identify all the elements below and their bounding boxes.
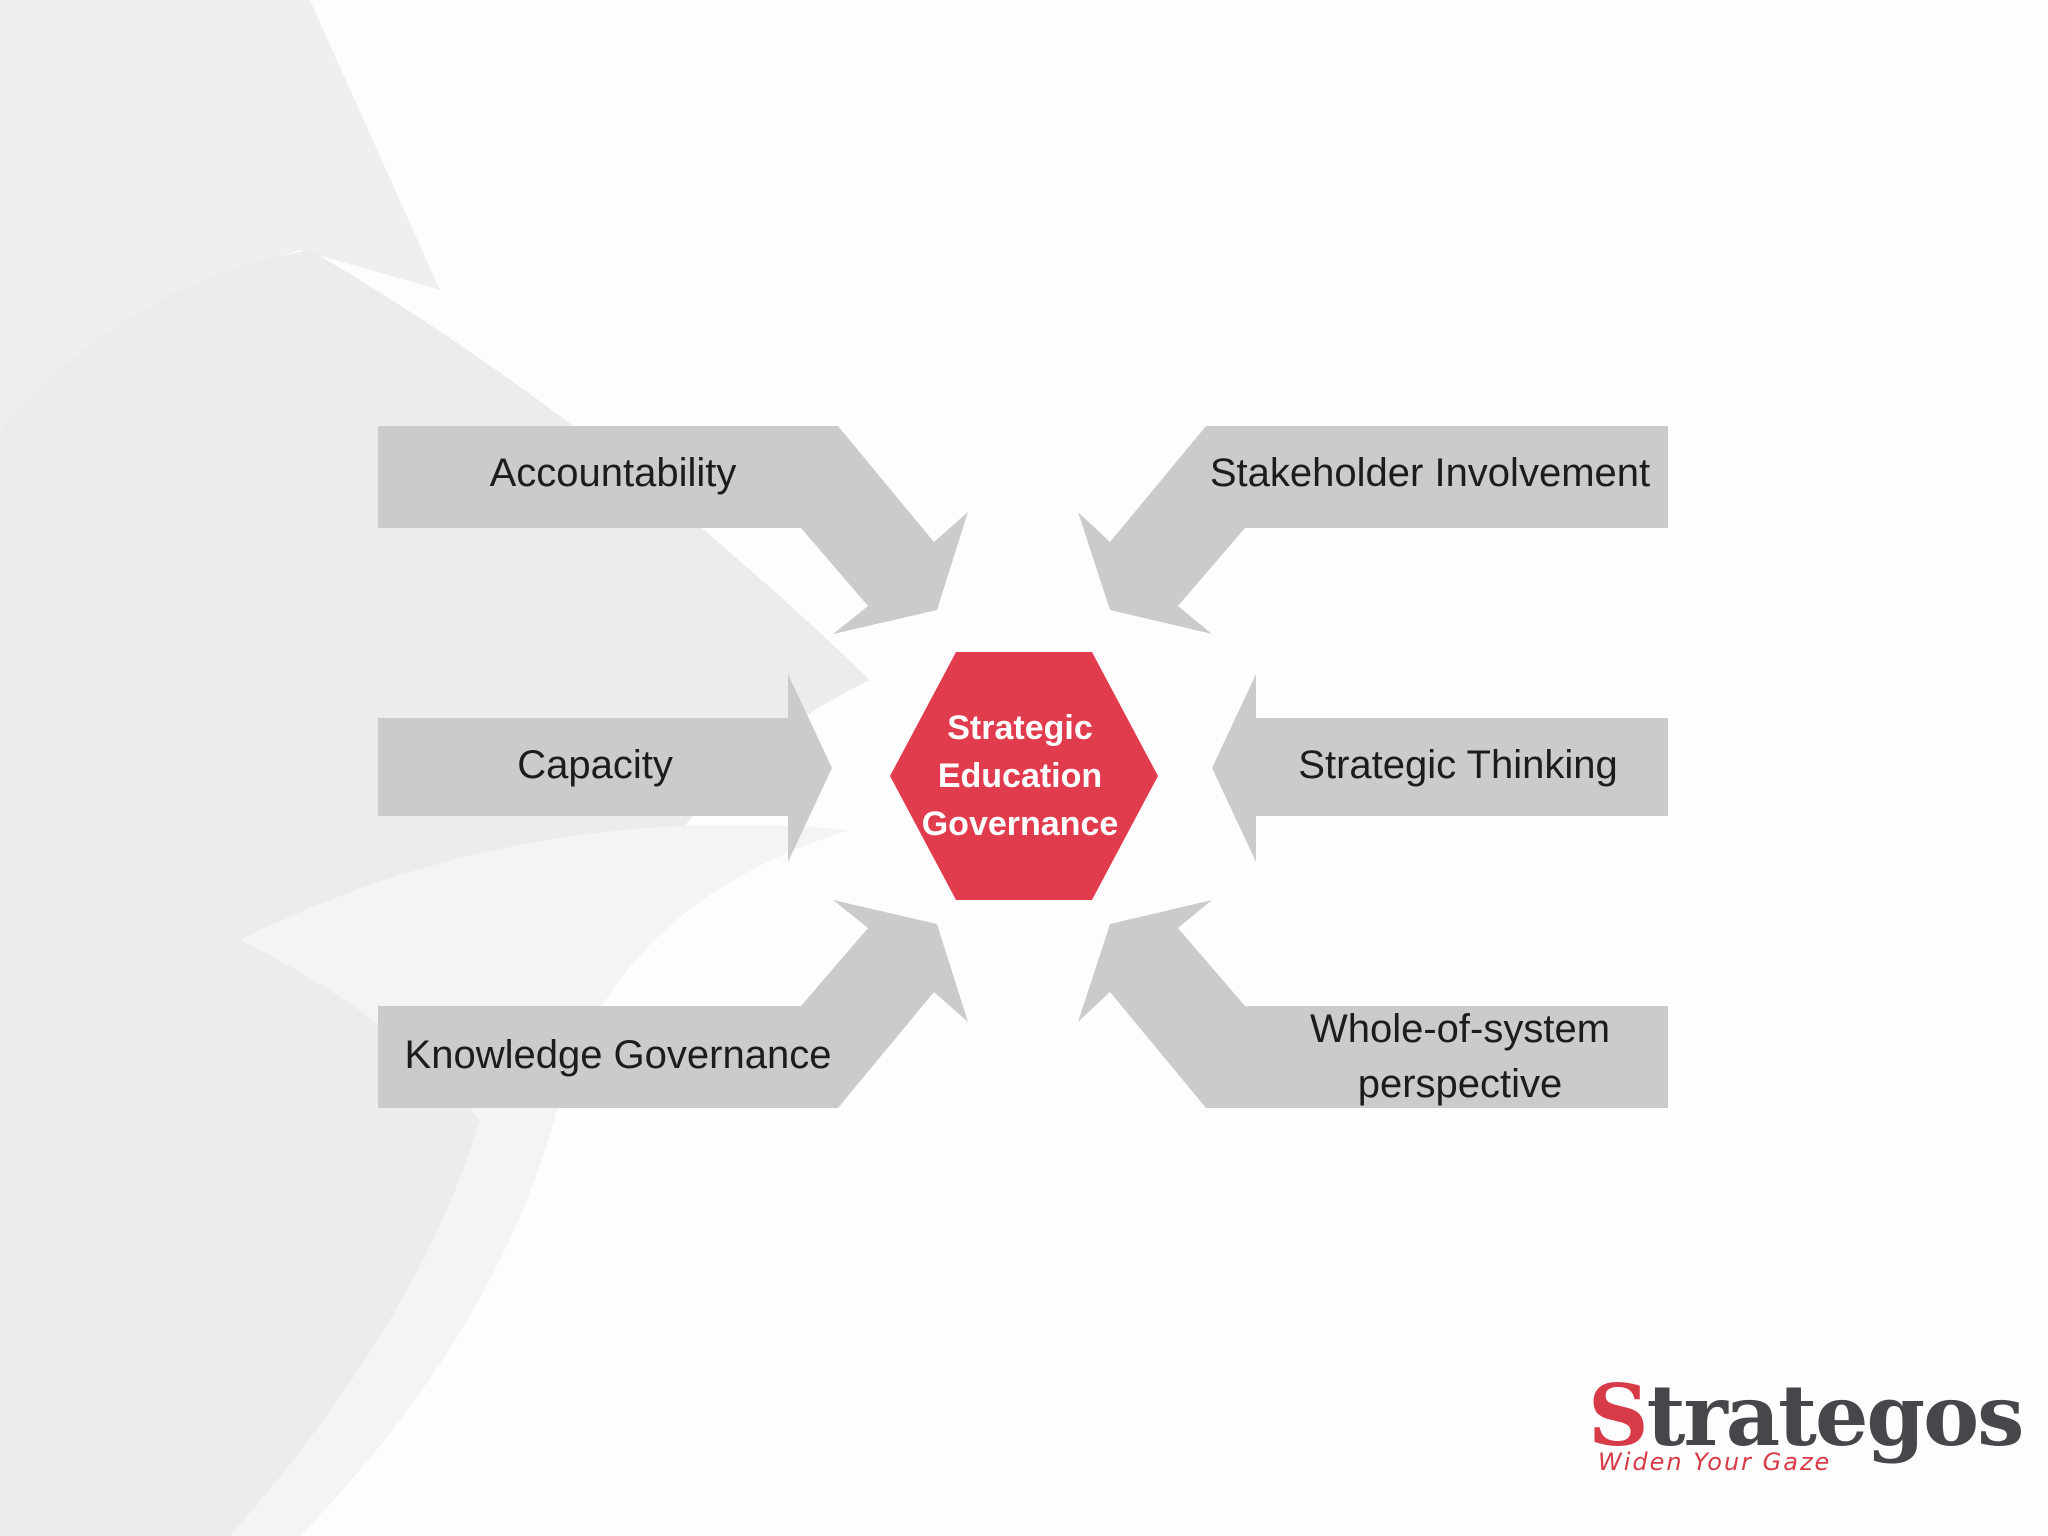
center-label-line-3: Governance — [921, 805, 1119, 843]
center-label: Strategic Education Governance — [900, 704, 1140, 848]
label-whole-of-system: Whole-of-system perspective — [1309, 1007, 1611, 1106]
center-label-line-1: Strategic — [947, 709, 1093, 747]
label-accountability: Accountability — [489, 451, 737, 495]
label-stakeholder-involvement: Stakeholder Involvement — [1209, 451, 1651, 495]
arrow-whole-of-system — [1078, 900, 1668, 1108]
arrow-stakeholder-involvement — [1078, 426, 1668, 634]
center-hexagon — [890, 652, 1158, 900]
strategos-logo: Strategos Widen Your Gaze — [1588, 1368, 2024, 1478]
label-capacity: Capacity — [517, 743, 673, 787]
logo-rest: trategos — [1646, 1366, 2025, 1465]
background-swoosh — [0, 0, 870, 1536]
arrow-knowledge-governance — [378, 900, 968, 1108]
logo-s: S — [1588, 1366, 1649, 1465]
logo-wordmark: Strategos — [1588, 1366, 2025, 1465]
arrow-strategic-thinking — [1212, 674, 1668, 862]
arrow-accountability — [378, 426, 968, 634]
arrow-capacity — [378, 674, 832, 862]
label-strategic-thinking: Strategic Thinking — [1298, 743, 1618, 787]
logo-tagline: Widen Your Gaze — [1598, 1448, 1832, 1476]
label-knowledge-governance: Knowledge Governance — [404, 1033, 832, 1077]
center-label-line-2: Education — [937, 757, 1103, 795]
